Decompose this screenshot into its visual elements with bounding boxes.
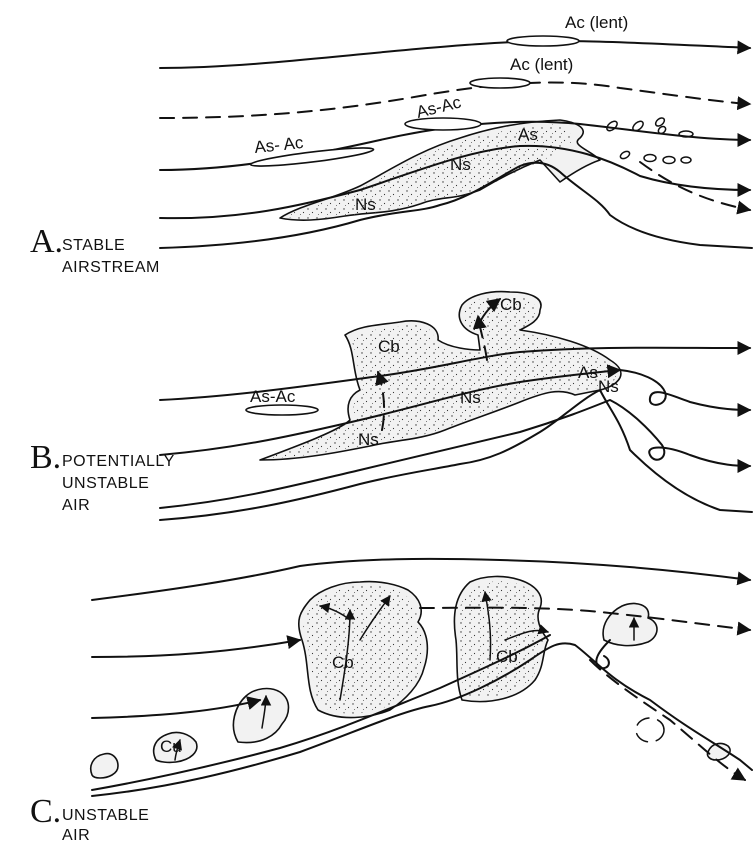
panel-c-label-cb-left: Cb: [332, 653, 354, 672]
panel-c-cu-cloud-large: [233, 689, 288, 743]
panel-b-streamline-2-lee: [620, 370, 750, 410]
panel-c: Cb Cb Cu C. UNSTABLE AIR: [30, 559, 752, 844]
panel-c-streamline-1: [92, 559, 750, 600]
panel-a-label-as: As: [518, 125, 538, 144]
panel-a-as-ac-cloud-upper: [405, 118, 481, 130]
panel-c-label-cu: Cu: [160, 737, 182, 756]
panel-c-streamline-3: [92, 640, 300, 657]
panel-b-as-ac-cloud: [246, 405, 318, 415]
panel-b-caption-line2: UNSTABLE: [62, 475, 149, 492]
panel-c-caption-line2: AIR: [62, 827, 90, 844]
panel-b-label-cb-left: Cb: [378, 337, 400, 356]
panel-b-label-ns-center: Ns: [460, 388, 481, 407]
panel-a-label-ns-left: Ns: [355, 195, 376, 214]
panel-b-caption-line3: AIR: [62, 497, 90, 514]
panel-a-caption-line2: AIRSTREAM: [62, 259, 160, 276]
panel-b-letter: B.: [30, 439, 61, 476]
panel-a-label-ac-lent-mid: Ac (lent): [510, 55, 573, 74]
panel-a: Ac (lent) Ac (lent) As-Ac As- Ac As Ns N…: [30, 13, 752, 276]
panel-b-label-as: As: [578, 363, 598, 382]
panel-b-caption-line1: POTENTIALLY: [62, 453, 175, 470]
panel-c-letter: C.: [30, 793, 61, 830]
panel-c-cu-cloud-small: [91, 754, 118, 778]
panel-a-label-ac-lent-top: Ac (lent): [565, 13, 628, 32]
panel-a-streamline-1: [160, 41, 750, 68]
panel-c-lee-cloud: [603, 603, 657, 645]
panel-b-label-ns-low: Ns: [358, 430, 379, 449]
panel-c-label-cb-right: Cb: [496, 647, 518, 666]
panel-b-label-as-ac: As-Ac: [250, 387, 296, 406]
panel-b-label-cb-right: Cb: [500, 295, 522, 314]
panel-c-caption-line1: UNSTABLE: [62, 807, 149, 824]
panel-a-ac-lent-cloud-top: [507, 36, 579, 46]
panel-b: Cb Cb As-Ac As Ns Ns Ns B. POTENTIALLY U…: [30, 292, 752, 520]
panel-a-streamline-5-dashed: [640, 162, 750, 210]
panel-a-letter: A.: [30, 223, 63, 260]
panel-a-ac-lent-cloud-mid: [470, 78, 530, 88]
panel-c-dashed-eddy: [636, 718, 664, 742]
panel-a-caption-line1: STABLE: [62, 237, 125, 254]
panel-b-label-ns-right: Ns: [598, 377, 619, 396]
panel-a-label-ns-center: Ns: [450, 155, 471, 174]
panel-a-lee-cloudlets: [605, 116, 693, 163]
